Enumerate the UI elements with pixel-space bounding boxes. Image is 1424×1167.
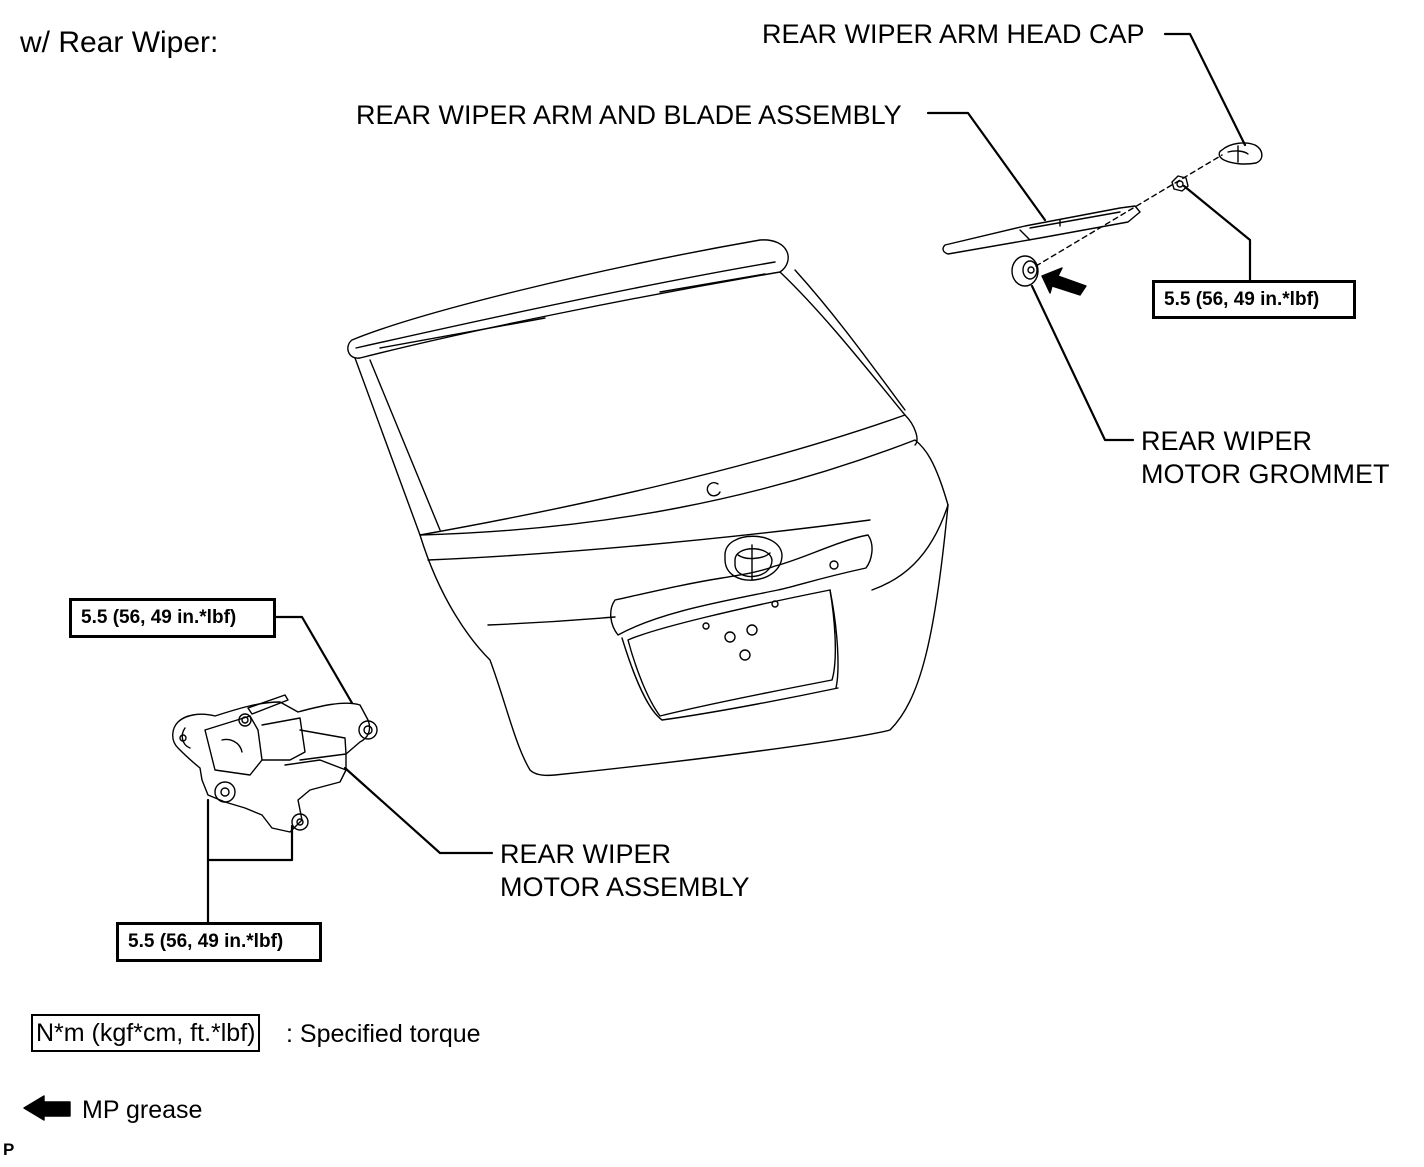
legend-grease-description: MP grease bbox=[82, 1096, 203, 1124]
torque-box-motor-upper: 5.5 (56, 49 in.*lbf) bbox=[69, 598, 276, 638]
head-cap-illustration bbox=[1218, 142, 1263, 165]
torque-box-motor-lower: 5.5 (56, 49 in.*lbf) bbox=[116, 922, 322, 962]
label-arm-blade: REAR WIPER ARM AND BLADE ASSEMBLY bbox=[356, 100, 902, 130]
grease-arrow-icon bbox=[23, 1095, 71, 1121]
label-motor-line2: MOTOR ASSEMBLY bbox=[500, 872, 750, 902]
label-grommet-line1: REAR WIPER bbox=[1141, 426, 1313, 456]
label-grommet-line2: MOTOR GROMMET bbox=[1141, 459, 1390, 489]
footer-code: P bbox=[3, 1140, 15, 1159]
wiper-motor-illustration bbox=[172, 694, 378, 833]
leader-lines bbox=[206, 32, 1252, 924]
label-motor-line1: REAR WIPER bbox=[500, 839, 672, 869]
back-door-illustration bbox=[347, 239, 949, 777]
nut-illustration bbox=[1171, 175, 1189, 192]
page-title: w/ Rear Wiper: bbox=[20, 26, 219, 59]
legend-torque-description: : Specified torque bbox=[286, 1020, 481, 1048]
legend-torque-unit-box: N*m (kgf*cm, ft.*lbf) bbox=[31, 1014, 261, 1052]
grommet-illustration bbox=[1011, 255, 1039, 287]
label-head-cap: REAR WIPER ARM HEAD CAP bbox=[762, 19, 1145, 49]
torque-box-arm-nut: 5.5 (56, 49 in.*lbf) bbox=[1152, 280, 1356, 319]
wiper-arm-blade-illustration bbox=[942, 205, 1141, 255]
